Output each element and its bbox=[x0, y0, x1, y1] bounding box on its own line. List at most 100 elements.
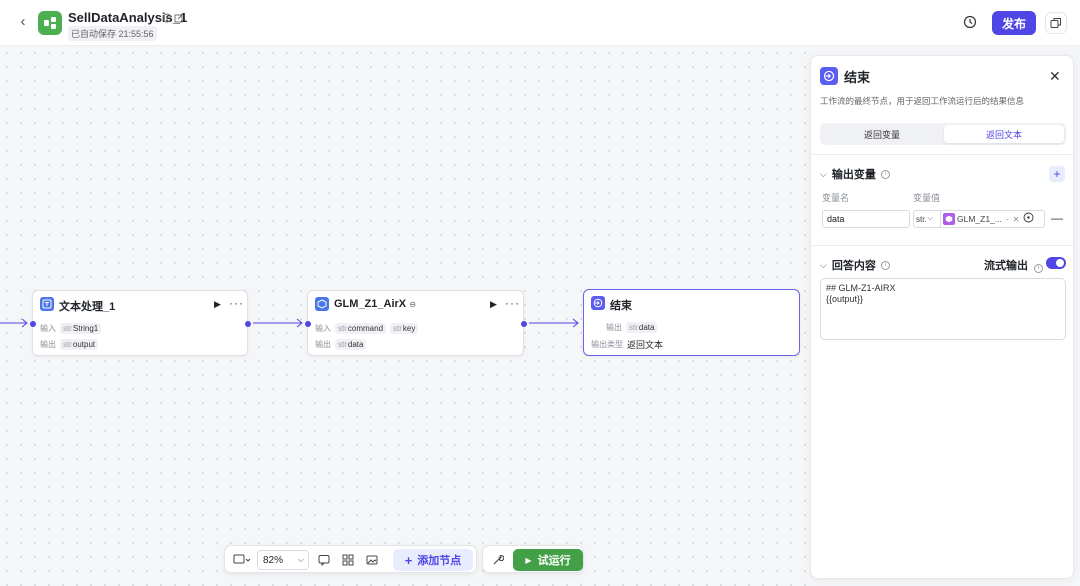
model-icon bbox=[943, 213, 955, 225]
edit-icon[interactable] bbox=[174, 12, 185, 23]
wrench-icon[interactable] bbox=[489, 551, 507, 569]
end-icon bbox=[820, 67, 838, 85]
info-icon[interactable]: i bbox=[880, 169, 890, 179]
output-label: 输出 bbox=[315, 340, 331, 349]
reference-label: GLM_Z1_... bbox=[957, 214, 1002, 224]
node-text-process[interactable]: 文本处理_1 ▶ ··· 输入 strString1 输出 stroutput bbox=[30, 290, 251, 356]
more-icon[interactable]: ··· bbox=[505, 296, 520, 310]
info-icon[interactable]: i bbox=[1034, 263, 1044, 273]
minus-icon[interactable]: — bbox=[1051, 211, 1063, 225]
plus-icon: + bbox=[404, 552, 413, 568]
node-output-type-row: 输出类型 返回文本 bbox=[591, 338, 663, 351]
node-output-row: 输出 strdata bbox=[315, 339, 367, 350]
edge-glm-to-end-arrow bbox=[572, 318, 579, 328]
input-label: 输入 bbox=[40, 324, 56, 333]
add-node-label: 添加节点 bbox=[417, 555, 462, 567]
variable-picker-icon[interactable] bbox=[1023, 212, 1034, 226]
play-icon[interactable]: ▶ bbox=[490, 299, 497, 309]
image-icon[interactable] bbox=[363, 551, 381, 569]
panel-title: 结束 bbox=[844, 70, 871, 85]
output-var-chip: strdata bbox=[626, 322, 658, 333]
variable-type-select[interactable]: str. ⌵ bbox=[913, 210, 941, 228]
reference-separator: - bbox=[1005, 214, 1009, 224]
end-node-config-panel: 结束 ✕ 工作流的最终节点，用于返回工作流运行后的结果信息 返回变量 返回文本 … bbox=[810, 55, 1074, 579]
node-end[interactable]: 结束 输出 strdata 输出类型 返回文本 bbox=[583, 289, 800, 356]
more-icon[interactable]: ··· bbox=[229, 296, 244, 310]
edge-text-to-glm-arrow bbox=[296, 318, 303, 328]
zoom-select[interactable]: 82% ⌵ bbox=[257, 550, 309, 570]
text-process-icon bbox=[40, 297, 54, 311]
output-label: 输出 bbox=[40, 340, 56, 349]
chevron-down-icon: ⌵ bbox=[820, 259, 827, 270]
publish-button[interactable]: 发布 bbox=[992, 11, 1036, 35]
copy-icon[interactable] bbox=[1045, 12, 1067, 34]
input-var-chip: strString1 bbox=[60, 323, 102, 334]
output-var-chip: strdata bbox=[335, 339, 367, 350]
try-run-button[interactable]: ▶ 试运行 bbox=[513, 549, 583, 571]
node-input-row: 输入 strString1 bbox=[40, 323, 102, 334]
clear-icon[interactable]: ✕ bbox=[1012, 214, 1020, 224]
node-title: GLM_Z1_AirX ⊖ bbox=[334, 298, 416, 310]
answer-section-header[interactable]: ⌵ 回答内容 i bbox=[820, 257, 890, 273]
workflow-canvas[interactable]: 文本处理_1 ▶ ··· 输入 strString1 输出 stroutput … bbox=[0, 46, 810, 586]
end-icon bbox=[591, 296, 605, 310]
output-type-label: 输出类型 bbox=[591, 340, 623, 349]
node-title: 文本处理_1 bbox=[59, 301, 116, 313]
tab-return-variable[interactable]: 返回变量 bbox=[863, 129, 900, 140]
node-glm[interactable]: GLM_Z1_AirX ⊖ ▶ ··· 输入 strcommand strkey… bbox=[305, 290, 527, 356]
zoom-value: 82% bbox=[263, 554, 284, 566]
output-port[interactable] bbox=[521, 321, 527, 327]
back-arrow-icon[interactable]: ‹ bbox=[20, 13, 26, 30]
close-icon[interactable]: ✕ bbox=[1049, 68, 1061, 84]
edge-incoming-arrow bbox=[21, 318, 28, 328]
output-type-value: 返回文本 bbox=[627, 340, 664, 350]
canvas-toolbar: 82% ⌵ + 添加节点 bbox=[224, 545, 477, 573]
variable-reference-box[interactable]: GLM_Z1_... - ✕ bbox=[941, 210, 1045, 228]
autosave-status: 已自动保存 21:55:56 bbox=[68, 26, 157, 41]
play-icon: ▶ bbox=[525, 555, 532, 565]
col-header-name: 变量名 bbox=[822, 193, 850, 203]
section-title: 回答内容 bbox=[831, 260, 876, 272]
app-logo bbox=[38, 11, 62, 35]
input-var-chip: strcommand bbox=[335, 323, 387, 334]
info-icon[interactable]: i bbox=[880, 260, 890, 270]
node-output-row: 输出 stroutput bbox=[40, 339, 99, 350]
col-header-value: 变量值 bbox=[913, 193, 941, 203]
model-icon bbox=[315, 297, 329, 311]
input-port[interactable] bbox=[30, 321, 36, 327]
stream-output-toggle[interactable] bbox=[1046, 257, 1066, 269]
chevron-down-icon: ⌵ bbox=[297, 555, 304, 564]
return-mode-tabs: 返回变量 返回文本 bbox=[820, 123, 1066, 145]
grid-icon[interactable] bbox=[339, 551, 357, 569]
edge-layer bbox=[0, 318, 579, 328]
chevron-down-icon: ⌵ bbox=[820, 168, 827, 179]
type-value: str. bbox=[916, 214, 927, 224]
reference-chip: GLM_Z1_... - bbox=[943, 213, 1009, 225]
output-var-chip: stroutput bbox=[60, 339, 99, 350]
add-variable-button[interactable]: + bbox=[1049, 166, 1065, 182]
play-icon[interactable]: ▶ bbox=[214, 299, 221, 309]
tab-return-text[interactable]: 返回文本 bbox=[944, 125, 1064, 143]
input-var-chip: strkey bbox=[390, 323, 419, 334]
answer-content-editor[interactable]: ## GLM-Z1-AIRX {{output}} bbox=[820, 278, 1066, 340]
node-output-row: 输出 strdata bbox=[606, 322, 658, 333]
comment-icon[interactable] bbox=[315, 551, 333, 569]
app-title: SellDataAnalysis_1 bbox=[68, 10, 188, 25]
history-icon[interactable] bbox=[962, 14, 980, 32]
divider bbox=[811, 245, 1073, 246]
monitor-icon[interactable] bbox=[231, 551, 253, 569]
add-node-button[interactable]: + 添加节点 bbox=[393, 549, 473, 571]
try-run-label: 试运行 bbox=[537, 555, 571, 567]
panel-description: 工作流的最终节点，用于返回工作流运行后的结果信息 bbox=[820, 96, 1025, 106]
output-port[interactable] bbox=[245, 321, 251, 327]
output-section-header[interactable]: ⌵ 输出变量 i bbox=[820, 166, 890, 182]
output-label: 输出 bbox=[606, 323, 622, 332]
stream-output-label: 流式输出 i bbox=[984, 257, 1044, 273]
chevron-down-icon: ⌵ bbox=[927, 215, 933, 222]
node-title: 结束 bbox=[610, 300, 632, 312]
input-port[interactable] bbox=[305, 321, 311, 327]
info-icon[interactable] bbox=[162, 12, 173, 23]
input-label: 输入 bbox=[315, 324, 331, 333]
model-badge-icon: ⊖ bbox=[409, 300, 416, 309]
variable-name-input[interactable] bbox=[822, 210, 910, 228]
